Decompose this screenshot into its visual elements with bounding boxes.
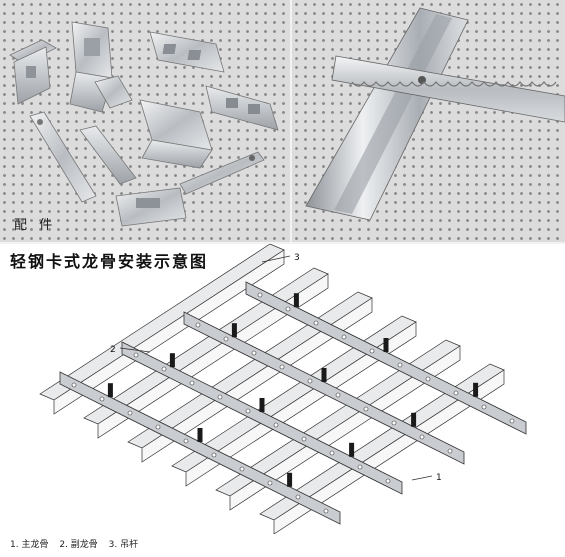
keel-hole [397,362,403,368]
hanger-part [29,111,97,203]
secondary-keel-side [141,297,373,463]
callout-3: 3 [294,253,300,263]
keel-hole [313,320,319,326]
diagram-title: 轻钢卡式龙骨安装示意图 [10,252,209,271]
hanger-rod [231,323,237,338]
keel-hole [301,436,307,442]
keel-hole [161,366,167,372]
keel-hole [285,306,291,312]
keel-hole [273,422,279,428]
keel-hole [211,452,217,458]
keel-hole [245,408,251,414]
hanger-rod [169,353,175,368]
keel-hole [189,380,195,386]
keel-hole [183,438,189,444]
secondary-keel-side [97,273,329,439]
keel-hole [71,382,77,388]
accessories-photo: 配 件 [0,0,290,242]
main-keel-channel [305,7,469,221]
clip-part-4 [115,187,187,227]
keel-joint-photo [292,0,565,242]
keel-hole [267,480,273,486]
keel-joint-illustration [305,7,565,221]
keel-hole [509,418,515,424]
photo-divider [290,0,292,242]
keel-hole [223,336,229,342]
connector-box [139,99,213,169]
hanger-rod [293,293,299,308]
main-keel [59,371,341,525]
keel-hole [155,424,161,430]
keel-hole [307,378,313,384]
keel-hole [323,508,329,514]
angle-bracket [79,125,137,185]
hanger-rod [411,412,417,427]
keel-hole [329,450,335,456]
keel-hole [133,352,139,358]
main-keel [121,341,403,495]
keel-hole [195,322,201,328]
accessories-illustration [9,21,279,227]
keel-hole [447,448,453,454]
clip-part-3 [94,75,133,109]
legend-item-hanger-rod: 3. 吊杆 [108,540,139,550]
legend-item-main-keel: 1. 主龙骨 [10,540,49,550]
keel-hole [363,406,369,412]
callouts: 3 2 1 [110,253,442,483]
keel-hole [385,478,391,484]
installation-diagram: 3 2 1 [39,244,527,534]
connector-plate-2 [205,85,279,131]
keel-hole [99,396,105,402]
keel-hole [391,420,397,426]
accessories-caption: 配 件 [14,218,57,233]
hanger-rod [383,338,389,352]
keel-hole [481,404,487,410]
keel-hole [127,410,133,416]
hanger-rod [259,398,265,412]
secondary-keel-side [229,345,461,511]
flat-bar [179,151,265,195]
keel-hole [251,350,257,356]
keel-hole [335,392,341,398]
keel-hole [425,376,431,382]
keel-hole [369,348,375,354]
clip-part-2 [69,21,113,113]
keel-hole [257,292,263,298]
secondary-keel-side [273,369,505,534]
callout-1: 1 [436,473,442,483]
hanger-rod [287,472,293,487]
keel-hole [419,434,425,440]
keel-hole [295,494,301,500]
keel-hole [217,394,223,400]
clip-part-1 [9,39,57,105]
secondary-keel-side [185,321,417,487]
hanger-rod [321,368,327,382]
section-divider [0,242,565,244]
keel-hole [453,390,459,396]
keel-hole [279,364,285,370]
hanger-rod [349,442,355,457]
legend: 1. 主龙骨 2. 副龙骨 3. 吊杆 [10,537,146,550]
cross-clip-bar [331,55,565,123]
hanger-rod [107,383,113,398]
secondary-keel-side [53,249,285,415]
callout-2: 2 [110,345,116,355]
connector-plate-1 [149,31,225,73]
legend-item-secondary-keel: 2. 副龙骨 [59,540,98,550]
main-keel [183,311,465,465]
keel-hole [341,334,347,340]
hanger-rod [197,428,203,442]
hanger-rod [473,382,479,397]
keel-hole [357,464,363,470]
keel-hole [239,466,245,472]
keel-grid [39,244,527,534]
main-keel [245,281,527,435]
